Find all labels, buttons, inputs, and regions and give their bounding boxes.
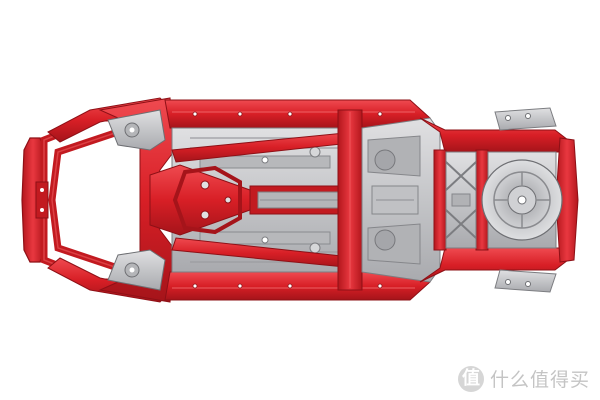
rear-brackets (494, 107, 557, 293)
rear-x-brace-panel (445, 151, 477, 249)
site-watermark: 值 什么值得买 (457, 365, 590, 392)
seat-cross-member (337, 109, 363, 291)
rear-seat-floor (361, 117, 441, 283)
rear-frame (419, 117, 579, 283)
watermark-logo: 值 (457, 365, 484, 392)
side-sills (164, 99, 431, 301)
watermark-text: 什么值得买 (489, 369, 590, 391)
spare-tire-well (481, 151, 563, 249)
floor-cross-braces (149, 131, 361, 269)
front-rails (98, 97, 176, 303)
sill-holes (192, 111, 383, 289)
